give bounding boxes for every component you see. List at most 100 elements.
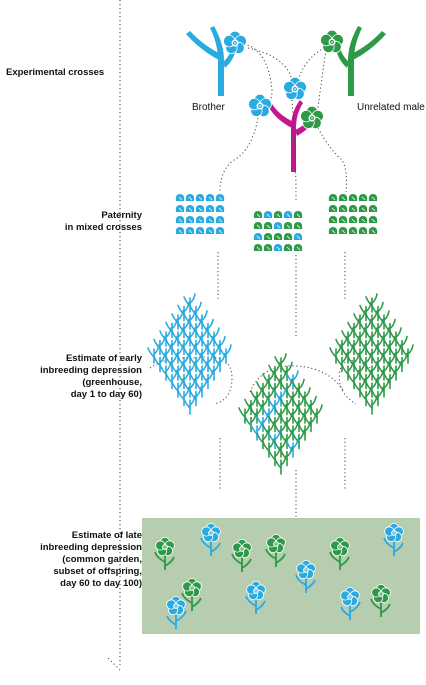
seed-icon [263,233,273,240]
seed-icon [273,244,283,251]
seed-icon [195,205,205,212]
seed-icon [293,211,303,218]
seedling-icon [177,386,190,407]
unrelated-flower-icon [232,538,252,559]
seed-icon [205,205,215,212]
seed-icon [273,211,283,218]
seed-icon [293,244,303,251]
seed-icon [283,233,293,240]
seed-icon [215,216,225,223]
seed-icon [283,244,293,251]
brother-flower-icon [166,595,186,616]
seed-icon [328,227,338,234]
seedling-icon [389,361,402,381]
seedling-icon [244,412,257,433]
brother-flower-icon [384,522,404,543]
seed-icon [195,216,205,223]
seedling-icon [310,404,323,424]
mother-flower-unrelated-icon [300,105,324,130]
seed-icon [253,233,263,240]
seed-icon [283,222,293,229]
seedling-icon [189,386,202,407]
seed-icon [273,233,283,240]
seedling-icon [353,378,366,398]
seedling-diamonds [147,293,414,475]
unrelated-flower-icon [266,533,286,554]
seed-grids [175,194,378,251]
seedling-icon [347,369,360,390]
seedling-icon [147,344,160,364]
label-late-inbreeding: Estimate of late inbreeding depression (… [40,530,142,589]
seedling-icon [274,455,287,475]
unrelated-male-plant-icon [336,26,386,96]
brother-flower-icon [340,586,360,607]
seed-icon [215,227,225,234]
seedling-icon [153,352,166,373]
seedling-icon [401,344,414,364]
seed-icon [368,205,378,212]
seed-icon [253,222,263,229]
seed-icon [348,205,358,212]
unrelated-flower-icon [330,536,350,557]
seedling-icon [395,352,408,373]
seed-icon [175,216,185,223]
seed-icon [185,194,195,201]
seedling-icon [171,378,184,398]
seed-icon [185,205,195,212]
seed-icon [205,227,215,234]
seed-icon [328,205,338,212]
seed-icon [185,216,195,223]
unrelated-flower-icon [182,577,202,598]
unrelated-male-label: Unrelated male [357,102,425,113]
label-paternity: Paternity in mixed crosses [64,210,142,233]
garden-plants [154,522,404,629]
seed-icon [283,211,293,218]
seed-icon [263,222,273,229]
seedling-icon [292,429,305,450]
common-garden-area [142,518,420,634]
seedling-icon [165,369,178,390]
seedling-icon [256,429,269,450]
seed-icon [195,227,205,234]
seed-icon [293,222,303,229]
seedling-icon [213,352,226,373]
seed-icon [273,222,283,229]
brother-flower-icon [296,559,316,580]
mother-flower-brother-icon [248,93,272,118]
seed-icon [253,244,263,251]
seedling-icon [195,378,208,398]
seed-icon [338,205,348,212]
seed-icon [338,194,348,201]
parent-flowers [223,29,344,130]
seed-icon [185,227,195,234]
seed-icon [175,227,185,234]
unrelated-flower-icon [371,583,391,604]
unrelated-flower-icon [155,536,175,557]
seedling-icon [280,446,293,467]
brother-flower-icon [201,522,221,543]
seed-icon [348,216,358,223]
seed-icon [358,205,368,212]
seed-icon [348,227,358,234]
seed-icon [175,194,185,201]
seed-icon [293,233,303,240]
seedling-icon [383,369,396,390]
seed-icon [358,194,368,201]
pollinated-flower-brother-icon [283,76,307,101]
seed-icon [338,216,348,223]
cross-connectors [149,43,371,518]
seed-icon [205,216,215,223]
seedling-icon [377,378,390,398]
seedling-icon [201,369,214,390]
seed-icon [328,216,338,223]
seedling-icon [341,361,354,381]
seed-icon [358,227,368,234]
seed-icon [358,216,368,223]
unrelated-flower-icon [320,29,344,54]
seedling-icon [298,421,311,441]
seedling-icon [250,421,263,441]
seedling-icon [268,446,281,467]
seed-icon [368,216,378,223]
